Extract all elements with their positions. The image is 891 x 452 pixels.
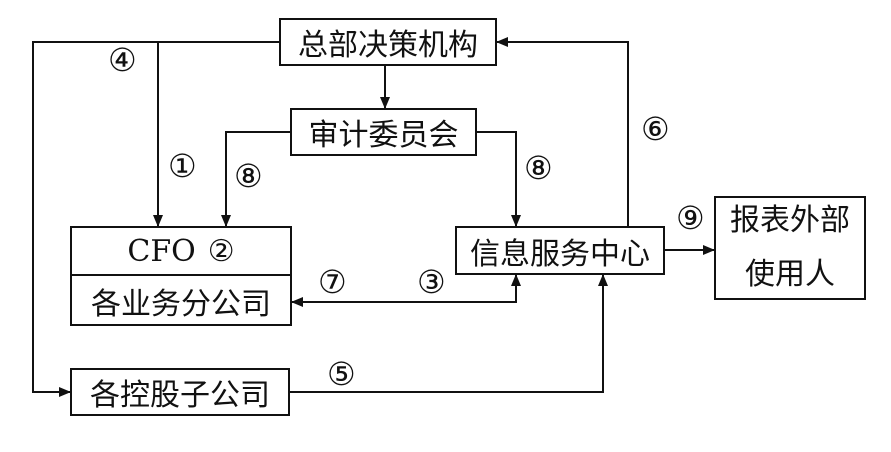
step-label-4: ④ xyxy=(108,41,137,79)
external-label-line2: 使用人 xyxy=(745,257,835,292)
step-label-9: ⑨ xyxy=(676,199,705,237)
step-label-6: ⑥ xyxy=(641,110,670,148)
audit-committee-box: 审计委员会 xyxy=(290,108,477,156)
business-section: 各业务分公司 xyxy=(72,276,290,326)
step-label-7: ⑦ xyxy=(318,263,347,301)
step-label-8-right: ⑧ xyxy=(524,149,553,187)
arrow-hq-to-subsidiaries xyxy=(32,41,279,397)
arrow-hq-to-cfo xyxy=(153,41,279,227)
hq-label: 总部决策机构 xyxy=(298,28,478,63)
cfo-step-number: ② xyxy=(207,233,235,269)
cfo-section: CFO ② xyxy=(72,228,290,277)
info-label: 信息服务中心 xyxy=(470,236,650,272)
arrow-info-to-hq xyxy=(496,37,629,226)
external-users-box: 报表外部 使用人 xyxy=(714,196,866,300)
external-label-line1: 报表外部 xyxy=(730,203,850,238)
business-label: 各业务分公司 xyxy=(91,287,271,323)
arrow-subsidiaries-to-info xyxy=(290,274,608,393)
arrow-audit-to-info xyxy=(477,131,521,227)
audit-label: 审计委员会 xyxy=(308,118,459,153)
step-label-8-left: ⑧ xyxy=(234,157,263,195)
info-service-center-box: 信息服务中心 xyxy=(455,226,665,275)
cfo-business-box: CFO ② 各业务分公司 xyxy=(70,226,292,326)
arrow-audit-to-cfo xyxy=(221,131,290,227)
step-label-3: ③ xyxy=(417,263,446,301)
subsidiaries-box: 各控股子公司 xyxy=(70,368,290,416)
step-label-1: ① xyxy=(168,147,197,185)
cfo-label: CFO xyxy=(127,233,196,269)
subsidiaries-label: 各控股子公司 xyxy=(90,378,270,413)
hq-decision-body-box: 总部决策机构 xyxy=(279,18,497,66)
step-label-5: ⑤ xyxy=(327,355,356,393)
